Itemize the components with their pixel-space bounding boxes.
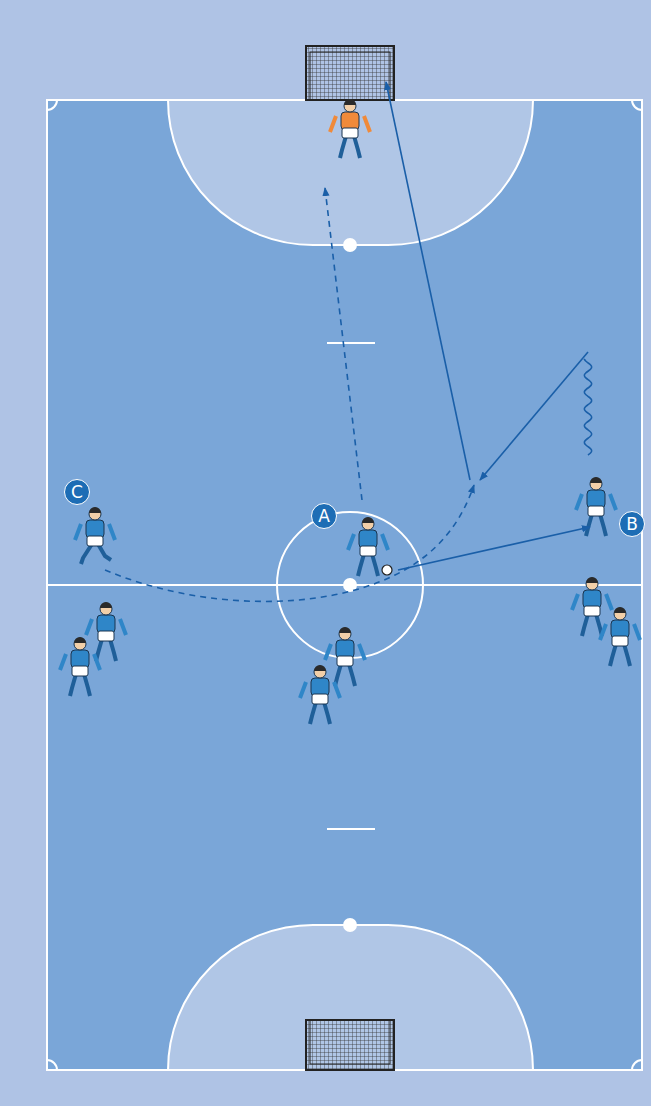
court bbox=[47, 100, 642, 1070]
second-penalty-mark bbox=[327, 342, 375, 344]
pass-arrow bbox=[398, 527, 590, 570]
callout-letter: B bbox=[626, 516, 638, 533]
callout-letter: C bbox=[71, 484, 83, 501]
player-figure bbox=[325, 627, 365, 686]
penalty-spot bbox=[343, 918, 357, 932]
player-figure bbox=[576, 477, 616, 536]
penalty-area-bottom bbox=[168, 925, 533, 1070]
penalty-spot bbox=[343, 238, 357, 252]
goal-bottom bbox=[306, 1020, 394, 1070]
callout-badge: B bbox=[619, 511, 645, 537]
callout-letter: A bbox=[318, 508, 330, 525]
player-figure bbox=[75, 507, 115, 564]
player-figure bbox=[300, 665, 340, 724]
movement-arrows bbox=[105, 82, 592, 601]
ball bbox=[382, 565, 392, 575]
goalkeeper-figure bbox=[330, 99, 370, 158]
player-figure bbox=[348, 517, 388, 576]
player-figure bbox=[60, 637, 100, 696]
callout-badge: C bbox=[64, 479, 90, 505]
corner-arcs bbox=[47, 100, 642, 1070]
second-penalty-mark bbox=[327, 828, 375, 830]
player-figure bbox=[86, 602, 126, 661]
player-figure bbox=[600, 607, 640, 666]
pass-arrow bbox=[480, 352, 588, 480]
shot-arrow bbox=[386, 82, 470, 480]
penalty-area-top bbox=[168, 100, 533, 245]
run-arrow bbox=[105, 485, 474, 601]
center-circle bbox=[277, 512, 423, 658]
callout-badge: A bbox=[311, 503, 337, 529]
goal-top bbox=[306, 46, 394, 100]
dribble-line bbox=[584, 359, 592, 455]
run-arrow bbox=[325, 188, 362, 500]
